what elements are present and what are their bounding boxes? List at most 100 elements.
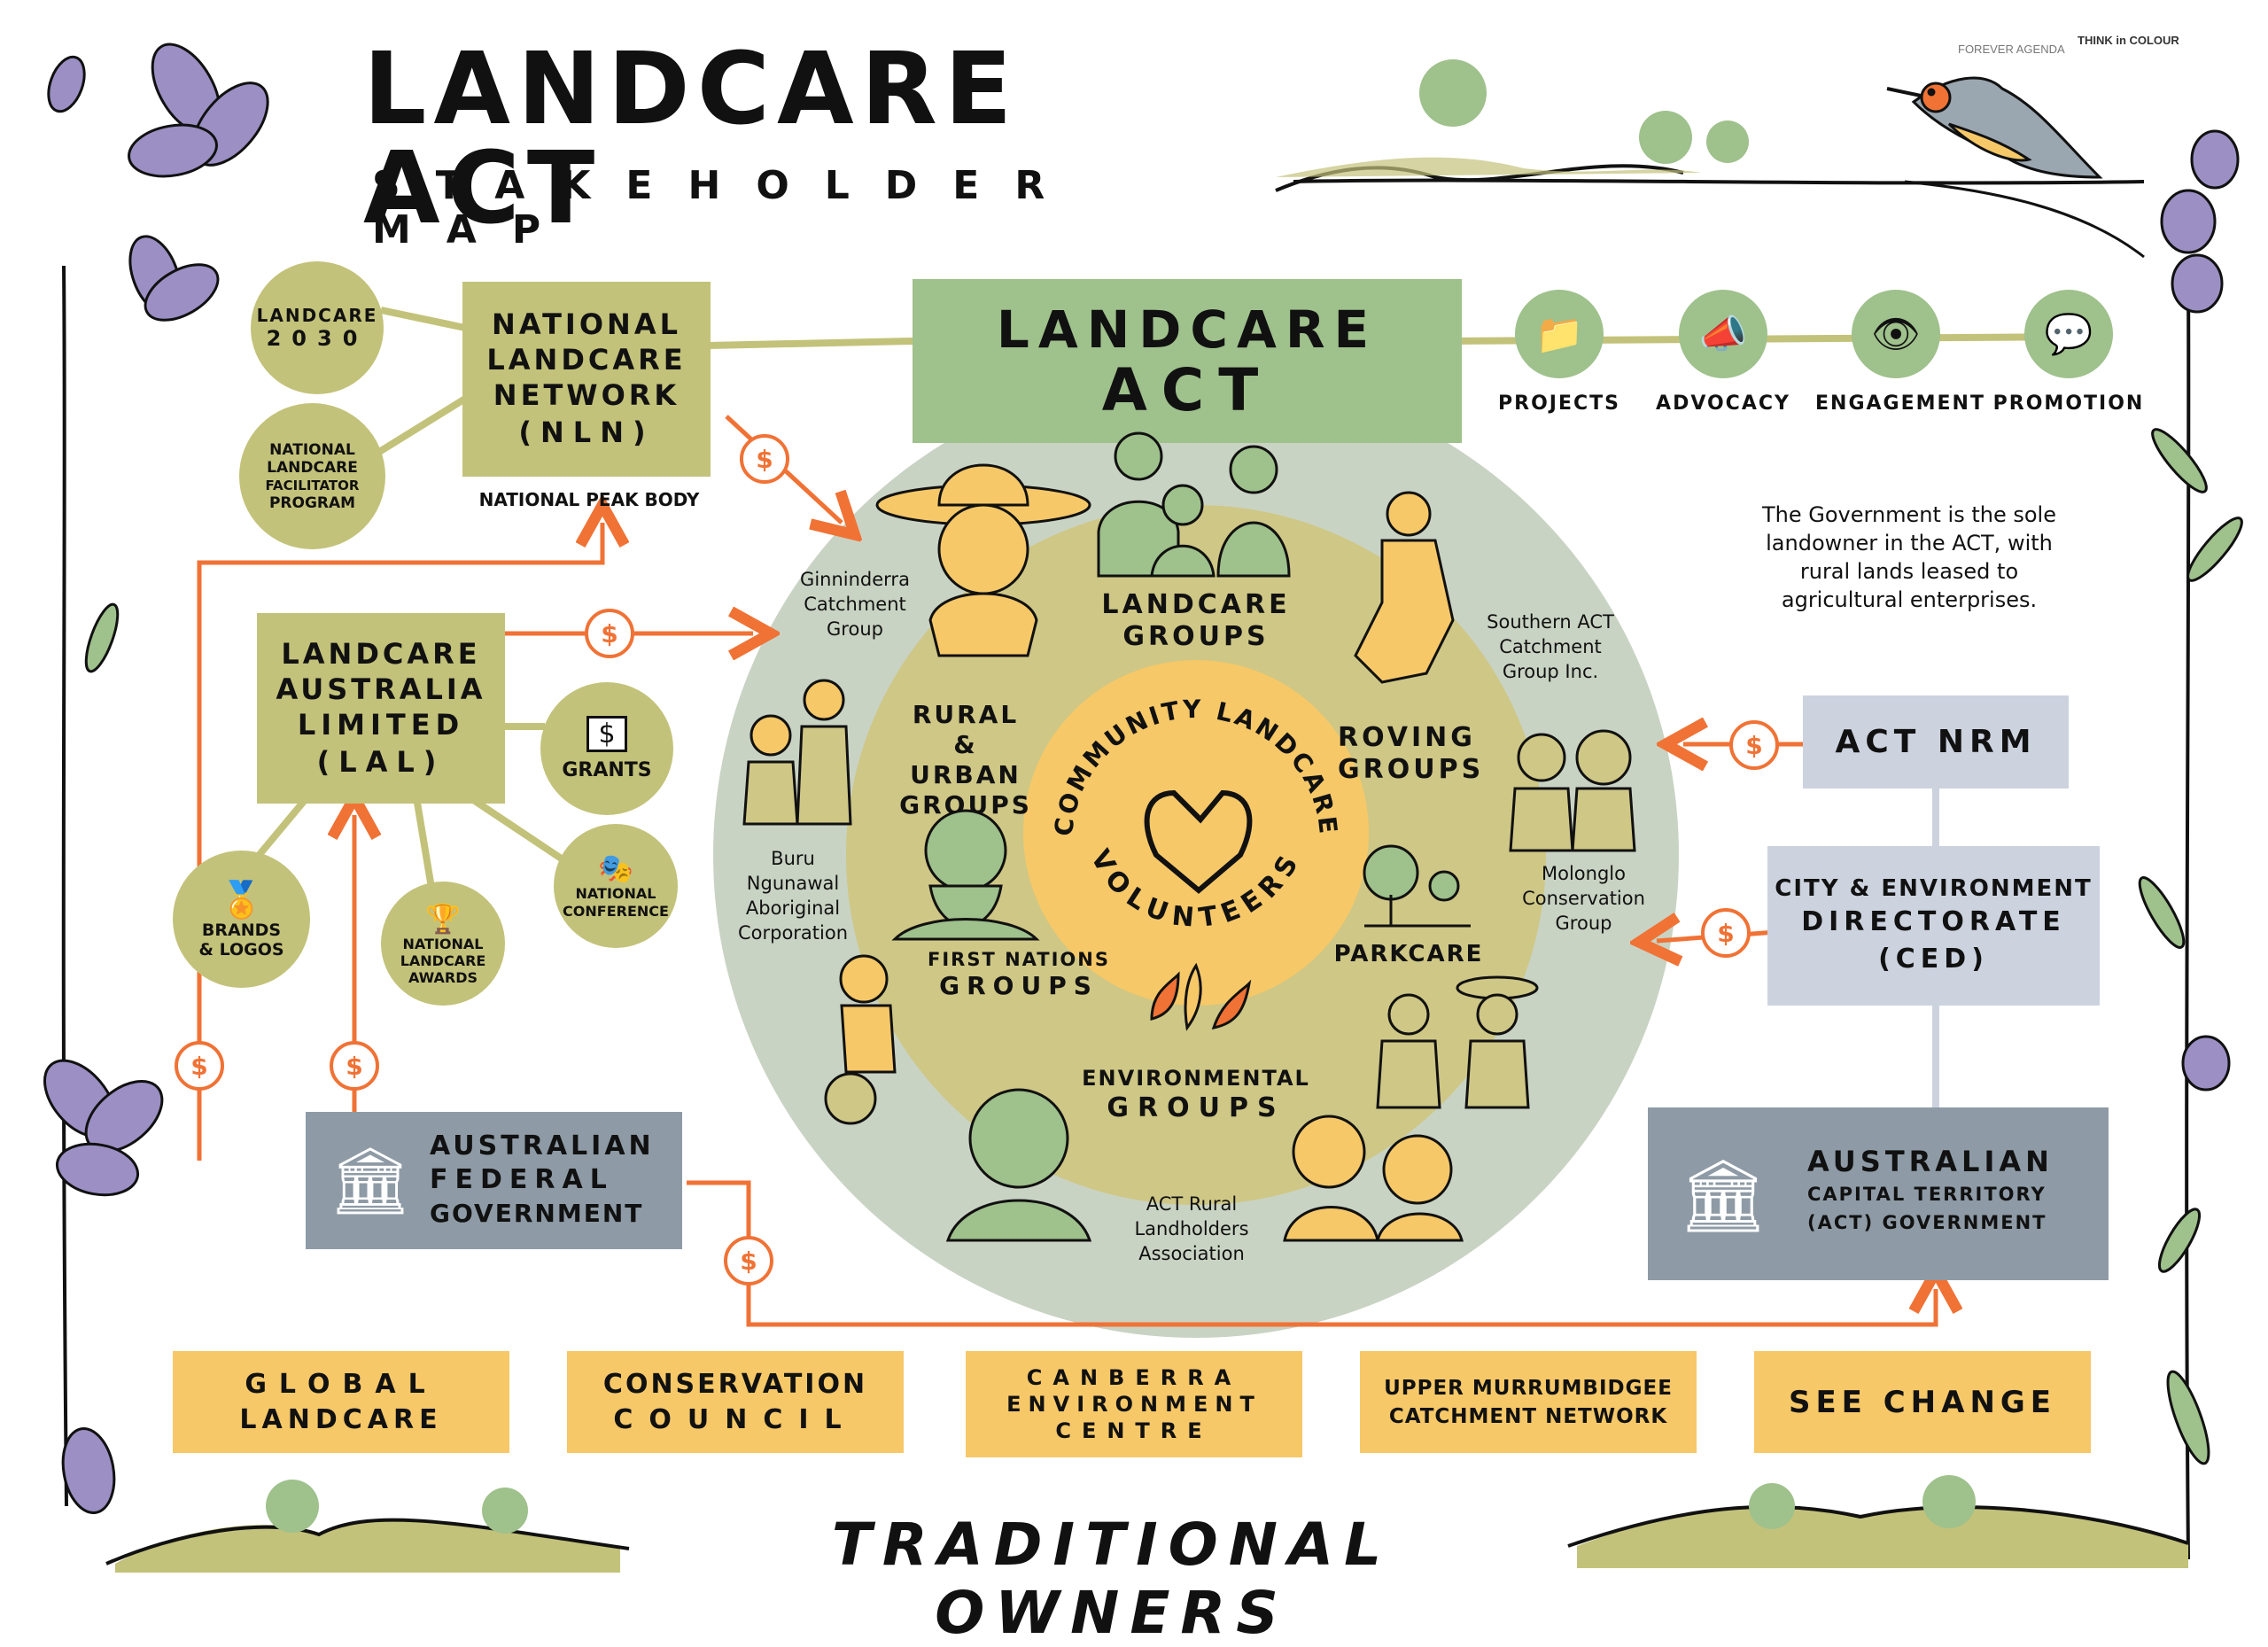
act-gov-line2: CAPITAL TERRITORY xyxy=(1807,1184,2047,1205)
dollar-badge-brands: $ xyxy=(175,1041,224,1091)
act-government-box: 🏛 AUSTRALIAN CAPITAL TERRITORY (ACT) GOV… xyxy=(1648,1107,2109,1280)
banknote-icon: $ xyxy=(586,716,627,752)
landcare-2030-circle: LANDCARE 2030 xyxy=(251,261,384,394)
speech-bubble-icon: 💬 xyxy=(2024,290,2113,378)
group-landcare-line2: GROUPS xyxy=(1122,621,1270,652)
ginninderra-line2: Catchment xyxy=(804,594,906,615)
group-first-nations-line2: GROUPS xyxy=(939,971,1099,1000)
lal-box: LANDCARE AUSTRALIA LIMITED (LAL) xyxy=(257,613,505,804)
landcare-2030-line2: 2030 xyxy=(266,326,369,351)
partner-see-change-label: SEE CHANGE xyxy=(1788,1384,2057,1420)
government-note-line1: The Government is the sole xyxy=(1761,502,2056,527)
dollar-badge-federal: $ xyxy=(330,1041,379,1091)
landcare-act-box: LANDCARE ACT xyxy=(913,279,1462,443)
act-building-icon: 🏛 xyxy=(1678,1154,1768,1237)
group-environmental-line2: GROUPS xyxy=(1107,1092,1285,1123)
group-first-nations: FIRST NATIONS GROUPS xyxy=(921,946,1116,999)
dollar-badge-act-gov: $ xyxy=(724,1236,773,1286)
activity-label-promotion: PROMOTION xyxy=(1992,392,2145,415)
conference-circle: 🎭 NATIONAL CONFERENCE xyxy=(554,824,678,948)
ced-line1: CITY & ENVIRONMENT xyxy=(1775,875,2093,902)
lal-line1: LANDCARE xyxy=(281,636,481,671)
group-roving-line1: ROVING xyxy=(1338,722,1476,753)
awards-line1: NATIONAL xyxy=(402,935,484,952)
brands-line1: BRANDS xyxy=(201,921,282,940)
example-ginninderra: Ginninderra Catchment Group xyxy=(780,567,930,641)
group-rural-line1: RURAL & xyxy=(912,700,1020,759)
group-environmental-line1: ENVIRONMENTAL xyxy=(1082,1066,1310,1091)
nlfp-line1: NATIONAL xyxy=(269,440,355,459)
partner-conservation-council: CONSERVATION COUNCIL xyxy=(567,1351,904,1453)
buru-line3: Aboriginal xyxy=(745,897,841,919)
government-note-line2: landowner in the ACT, with xyxy=(1766,531,2053,555)
ced-line2: DIRECTORATE xyxy=(1801,906,2066,937)
grants-label: GRANTS xyxy=(562,759,652,781)
federal-line3: GOVERNMENT xyxy=(430,1199,644,1228)
partner-canberra-line2: ENVIRONMENT xyxy=(1006,1392,1262,1417)
buru-line4: Corporation xyxy=(737,922,849,944)
nlfp-line2: LANDCARE xyxy=(267,458,358,477)
act-rural-line3: Association xyxy=(1138,1243,1245,1264)
page-subtitle: STAKEHOLDER MAP xyxy=(372,163,1081,252)
group-roving-line2: GROUPS xyxy=(1338,754,1485,785)
act-gov-line1: AUSTRALIAN xyxy=(1807,1145,2054,1178)
molonglo-line2: Conservation xyxy=(1522,888,1645,909)
act-nrm-label: ACT NRM xyxy=(1835,724,2037,760)
group-rural-urban: RURAL & URBAN GROUPS xyxy=(899,700,1032,820)
buru-line2: Ngunawal xyxy=(746,873,840,894)
dollar-badge-actnrm: $ xyxy=(1729,720,1779,770)
trophy-icon: 🏆 xyxy=(425,901,461,936)
group-environmental: ENVIRONMENTAL GROUPS xyxy=(1081,1063,1311,1123)
ced-box: CITY & ENVIRONMENT DIRECTORATE (CED) xyxy=(1767,846,2100,1006)
nln-line1: NATIONAL xyxy=(492,307,681,341)
ginninderra-line1: Ginninderra xyxy=(800,569,910,590)
partner-canberra-line3: CENTRE xyxy=(1055,1418,1213,1443)
conference-line1: NATIONAL xyxy=(575,885,656,902)
folder-icon: 📁 xyxy=(1515,290,1604,378)
southern-act-line3: Group Inc. xyxy=(1502,661,1599,682)
partner-global-line1: GLOBAL xyxy=(245,1368,438,1400)
lal-line4: (LAL) xyxy=(316,744,446,779)
hands-heart-icon xyxy=(1144,789,1253,894)
inner-ring xyxy=(1023,660,1369,1006)
awards-line2: LANDCARE xyxy=(400,952,486,969)
nln-line2: LANDCARE xyxy=(486,343,687,377)
nlfp-circle: NATIONAL LANDCARE FACILITATOR PROGRAM xyxy=(239,403,385,549)
landcare-act-line2: ACT xyxy=(1101,355,1273,424)
partner-canberra-environment-centre: CANBERRA ENVIRONMENT CENTRE xyxy=(966,1351,1302,1457)
southern-act-line1: Southern ACT xyxy=(1487,611,1614,633)
dollar-badge-nln: $ xyxy=(740,434,789,484)
partner-umcn-line2: CATCHMENT NETWORK xyxy=(1388,1404,1668,1428)
partner-conservation-line2: COUNCIL xyxy=(613,1403,858,1435)
brands-circle: 🏅 BRANDS & LOGOS xyxy=(173,851,310,988)
example-act-rural: ACT Rural Landholders Association xyxy=(1116,1192,1267,1266)
federal-government-box: 🏛 AUSTRALIAN FEDERAL GOVERNMENT xyxy=(306,1112,682,1249)
flower-decorations xyxy=(43,43,2240,1515)
example-molonglo: Molonglo Conservation Group xyxy=(1506,861,1661,936)
activity-label-advocacy: ADVOCACY xyxy=(1656,392,1790,415)
southern-act-line2: Catchment xyxy=(1499,636,1602,657)
dollar-badge-lal: $ xyxy=(585,609,634,658)
eye-icon: 👁 xyxy=(1852,290,1940,378)
group-first-nations-line1: FIRST NATIONS xyxy=(928,949,1110,970)
act-rural-line2: Landholders xyxy=(1134,1218,1249,1239)
bird-illustration xyxy=(1886,76,2145,259)
molonglo-line3: Group xyxy=(1555,913,1612,934)
hills-decoration xyxy=(105,59,2189,1573)
awards-circle: 🏆 NATIONAL LANDCARE AWARDS xyxy=(381,882,505,1006)
forever-agenda-logo: FOREVER AGENDA xyxy=(1958,43,2065,56)
activity-label-projects: PROJECTS xyxy=(1498,392,1620,415)
nln-line4: (NLN) xyxy=(518,416,655,449)
landcare-2030-line1: LANDCARE xyxy=(256,305,378,326)
group-parkcare: PARKCARE xyxy=(1333,941,1484,967)
federal-line2: FEDERAL xyxy=(430,1164,614,1195)
molonglo-line1: Molonglo xyxy=(1542,863,1626,884)
government-note-line3: rural lands leased to xyxy=(1799,559,2019,584)
group-roving: ROVING GROUPS xyxy=(1338,722,1485,786)
act-gov-line3: (ACT) GOVERNMENT xyxy=(1807,1212,2047,1233)
centre-arc-labels: COMMUNITY LANDCARE VOLUNTEERS xyxy=(1049,695,1340,935)
nln-box: NATIONAL LANDCARE NETWORK (NLN) xyxy=(462,282,711,477)
act-nrm-box: ACT NRM xyxy=(1803,695,2069,789)
government-building-icon: 🏛 xyxy=(329,1142,412,1219)
act-rural-line1: ACT Rural xyxy=(1146,1193,1238,1215)
